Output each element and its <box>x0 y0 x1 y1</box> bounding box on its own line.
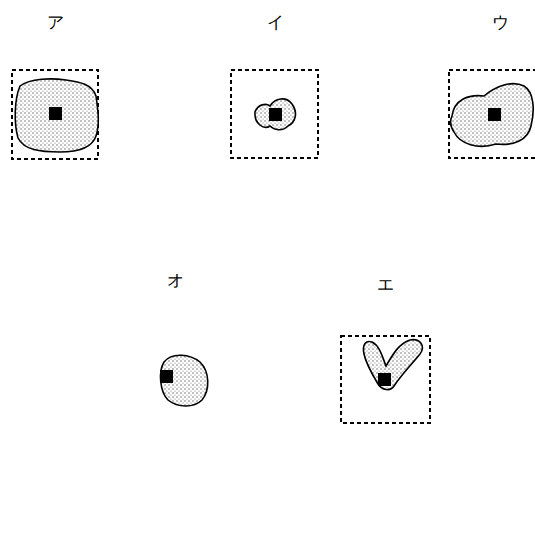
stippled-region <box>363 340 422 390</box>
center-square <box>269 108 282 121</box>
panel-label: ウ <box>492 14 509 31</box>
panel-label: ア <box>47 14 64 31</box>
center-square <box>378 373 391 386</box>
stippled-region <box>255 99 296 130</box>
dashed-frame <box>449 70 535 158</box>
panel-label: エ <box>377 276 394 293</box>
stippled-region <box>161 355 208 406</box>
stippled-region <box>451 84 534 147</box>
center-square <box>160 370 173 383</box>
center-square <box>488 108 501 121</box>
center-square <box>49 107 62 120</box>
panel-label: イ <box>267 14 284 31</box>
dashed-frame <box>231 70 318 158</box>
stippled-region <box>15 79 98 152</box>
panel-label: オ <box>167 272 184 289</box>
dashed-frame <box>12 70 98 159</box>
dashed-frame <box>341 336 430 423</box>
